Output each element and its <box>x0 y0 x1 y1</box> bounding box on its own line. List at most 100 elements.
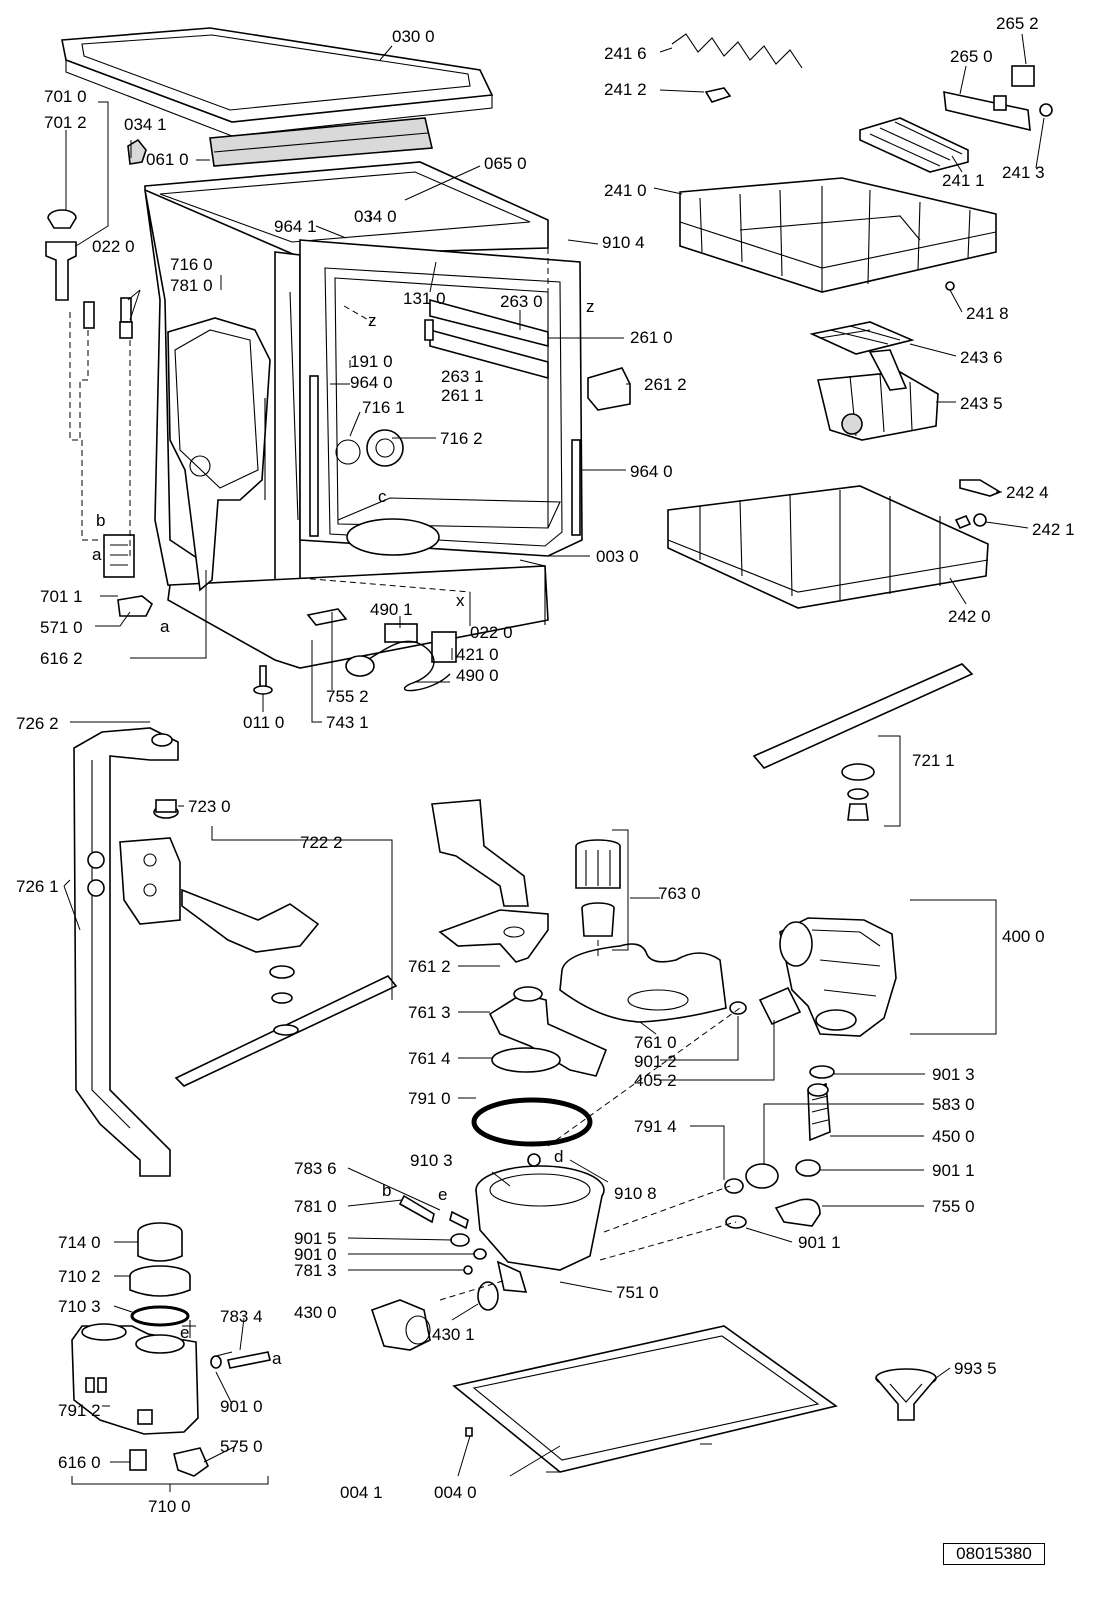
label-7102: 710 2 <box>58 1267 101 1286</box>
label-9013: 901 3 <box>932 1065 975 1084</box>
label-7614: 761 4 <box>408 1049 451 1068</box>
label-9641: 964 1 <box>274 217 317 236</box>
drain-pump-4300 <box>370 1299 431 1351</box>
label-7211: 721 1 <box>912 751 955 770</box>
coarse-filter-7610 <box>559 943 727 1023</box>
pump-motor-4000 <box>758 917 897 1037</box>
label-9010b: 901 0 <box>220 1397 263 1416</box>
label-2612: 261 2 <box>644 375 687 394</box>
label-7100: 710 0 <box>148 1497 191 1516</box>
letter-a2: a <box>160 617 170 636</box>
label-4000: 400 0 <box>1002 927 1045 946</box>
clip-0341 <box>127 138 147 165</box>
connection-letters: z z c x a a b b d e e a <box>92 297 595 1368</box>
stop-2421 <box>954 513 987 530</box>
elbow-7550 <box>725 1198 821 1229</box>
letter-e2: e <box>180 1323 189 1342</box>
label-7912: 791 2 <box>58 1401 101 1420</box>
gasket-7910 <box>471 1097 593 1147</box>
heater-5830 <box>807 1082 831 1142</box>
cup-rack-2411 <box>859 117 969 173</box>
upper-basket-2410 <box>679 177 997 293</box>
label-0610: 061 0 <box>146 150 189 169</box>
label-9010a: 901 0 <box>294 1245 337 1264</box>
label-2435: 243 5 <box>960 394 1003 413</box>
label-2424: 242 4 <box>1006 483 1049 502</box>
label-2413: 241 3 <box>1002 163 1045 182</box>
label-4301: 430 1 <box>432 1325 475 1344</box>
label-2412: 241 2 <box>604 80 647 99</box>
drain-valve-5710 <box>117 595 154 617</box>
hinge-7011 <box>103 534 135 578</box>
label-9012: 901 2 <box>634 1052 677 1071</box>
worktop-lid <box>61 27 494 137</box>
letter-z2: z <box>586 297 595 316</box>
label-7431: 743 1 <box>326 713 369 732</box>
label-7834: 783 4 <box>220 1307 263 1326</box>
cutlery-cover-2436 <box>809 321 915 355</box>
side-panel-7160 <box>167 317 271 592</box>
label-0340: 034 0 <box>354 207 397 226</box>
tube-7834 <box>210 1351 271 1369</box>
label-7262: 726 2 <box>16 714 59 733</box>
label-7610: 761 0 <box>634 1033 677 1052</box>
salt-cap-7140 <box>137 1222 183 1262</box>
label-9108: 910 8 <box>614 1184 657 1203</box>
label-5750: 575 0 <box>220 1437 263 1456</box>
label-7010: 701 0 <box>44 87 87 106</box>
bracket-7552 <box>306 608 348 626</box>
label-2411: 241 1 <box>942 171 985 190</box>
label-2436: 243 6 <box>960 348 1003 367</box>
label-7222: 722 2 <box>300 833 343 852</box>
label-9104: 910 4 <box>602 233 645 252</box>
lower-basket-2420 <box>667 485 989 609</box>
label-2630: 263 0 <box>500 292 543 311</box>
seal-4301 <box>477 1281 499 1311</box>
clip-2412 <box>704 87 732 103</box>
label-7162: 716 2 <box>440 429 483 448</box>
label-7914: 791 4 <box>634 1117 677 1136</box>
label-7630: 763 0 <box>658 884 701 903</box>
letter-a1: a <box>92 545 102 564</box>
supply-tube-7261 <box>73 727 179 1177</box>
clamp-9012 <box>729 1001 747 1015</box>
label-2418: 241 8 <box>966 304 1009 323</box>
label-7910: 791 0 <box>408 1089 451 1108</box>
label-6162: 616 2 <box>40 649 83 668</box>
nut-7230 <box>153 799 179 819</box>
label-6160: 616 0 <box>58 1453 101 1472</box>
label-2420: 242 0 <box>948 607 991 626</box>
seal-7614 <box>491 1047 561 1073</box>
hose-7012-7010 <box>45 209 133 339</box>
gasket-7262 <box>151 733 173 747</box>
label-7161: 716 1 <box>362 398 405 417</box>
label-9640b: 964 0 <box>630 462 673 481</box>
label-2421: 242 1 <box>1032 520 1075 539</box>
label-1310: 131 0 <box>403 289 446 308</box>
label-7550: 755 0 <box>932 1197 975 1216</box>
label-2631: 263 1 <box>441 367 484 386</box>
label-4901: 490 1 <box>370 600 413 619</box>
label-7810: 781 0 <box>170 276 213 295</box>
gasket-7103 <box>130 1305 190 1327</box>
letter-x: x <box>456 591 465 610</box>
letter-b1: b <box>96 511 105 530</box>
label-7261: 726 1 <box>16 877 59 896</box>
letter-a3: a <box>272 1349 282 1368</box>
sensor-5750 <box>173 1447 209 1477</box>
part-2612 <box>587 367 631 411</box>
label-2610: 261 0 <box>630 328 673 347</box>
letter-d: d <box>554 1147 563 1166</box>
label-0110: 011 0 <box>243 713 284 732</box>
label-7103: 710 3 <box>58 1297 101 1316</box>
rail-2650 <box>943 65 1053 132</box>
label-7836: 783 6 <box>294 1159 337 1178</box>
tub-frame <box>144 161 583 669</box>
label-4900: 490 0 <box>456 666 499 685</box>
label-7510: 751 0 <box>616 1283 659 1302</box>
label-7613: 761 3 <box>408 1003 451 1022</box>
document-code: 08015380 <box>943 1543 1045 1565</box>
cutlery-basket-2435 <box>817 349 939 441</box>
label-7810b: 781 0 <box>294 1197 337 1216</box>
pressure-switch-4901 <box>345 623 457 692</box>
